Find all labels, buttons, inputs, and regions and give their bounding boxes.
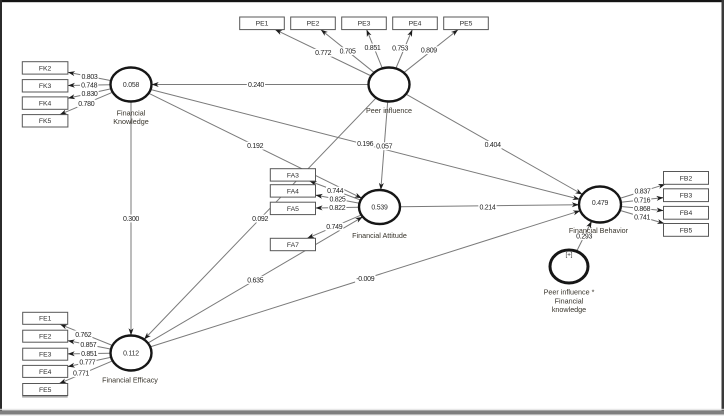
svg-text:PE2: PE2: [307, 21, 320, 28]
svg-text:0.830: 0.830: [81, 91, 97, 98]
svg-text:0.744: 0.744: [327, 188, 343, 195]
svg-text:0.196: 0.196: [357, 141, 373, 148]
svg-text:0.635: 0.635: [247, 277, 263, 284]
svg-text:0.293: 0.293: [576, 234, 592, 241]
svg-text:0.300: 0.300: [123, 216, 139, 223]
svg-text:FA7: FA7: [287, 242, 299, 249]
svg-text:FB5: FB5: [680, 227, 693, 234]
svg-text:FB2: FB2: [680, 175, 693, 182]
svg-text:PE5: PE5: [460, 21, 473, 28]
svg-text:PE4: PE4: [409, 21, 422, 28]
svg-text:FA3: FA3: [287, 172, 299, 179]
svg-text:FA4: FA4: [287, 188, 299, 195]
svg-text:FE1: FE1: [39, 316, 52, 323]
svg-text:0.780: 0.780: [78, 101, 94, 108]
svg-text:0.851: 0.851: [81, 351, 97, 358]
svg-text:0.716: 0.716: [634, 197, 650, 204]
svg-text:0.771: 0.771: [73, 371, 89, 378]
svg-text:PE1: PE1: [256, 21, 269, 28]
svg-text:0.748: 0.748: [81, 83, 97, 90]
svg-text:0.825: 0.825: [329, 197, 345, 204]
svg-text:knowledge: knowledge: [552, 305, 586, 314]
svg-text:0.803: 0.803: [81, 74, 97, 81]
svg-text:0.092: 0.092: [252, 216, 268, 223]
svg-text:FK5: FK5: [39, 118, 52, 125]
svg-text:0.057: 0.057: [376, 144, 392, 151]
svg-text:0.772: 0.772: [315, 50, 331, 57]
svg-text:FB4: FB4: [680, 210, 693, 217]
svg-text:0.404: 0.404: [485, 142, 501, 149]
svg-text:0.857: 0.857: [80, 342, 96, 349]
svg-text:0.753: 0.753: [392, 45, 408, 52]
svg-text:FE4: FE4: [39, 369, 52, 376]
svg-text:0.214: 0.214: [479, 205, 495, 212]
svg-text:FK4: FK4: [39, 101, 52, 108]
svg-text:0.837: 0.837: [634, 189, 650, 196]
svg-text:Peer influence: Peer influence: [366, 106, 412, 115]
svg-text:0.705: 0.705: [340, 49, 356, 56]
svg-text:0.822: 0.822: [329, 205, 345, 212]
svg-text:Financial: Financial: [555, 296, 584, 305]
svg-text:FA5: FA5: [287, 206, 299, 213]
svg-text:0.539: 0.539: [371, 205, 388, 212]
svg-text:PE3: PE3: [358, 21, 371, 28]
svg-text:0.809: 0.809: [421, 48, 437, 55]
svg-text:0.479: 0.479: [592, 200, 609, 207]
svg-text:-0.009: -0.009: [356, 276, 374, 283]
svg-text:FB3: FB3: [680, 193, 693, 200]
svg-text:0.868: 0.868: [634, 206, 650, 213]
svg-text:FE3: FE3: [39, 352, 52, 359]
svg-text:0.741: 0.741: [634, 214, 650, 221]
svg-text:Financial: Financial: [117, 108, 146, 117]
svg-text:FK2: FK2: [39, 65, 52, 72]
svg-text:Knowledge: Knowledge: [113, 117, 149, 126]
svg-text:FE5: FE5: [39, 387, 52, 394]
svg-text:FE2: FE2: [39, 334, 52, 341]
svg-text:0.240: 0.240: [248, 82, 264, 89]
svg-text:Financial Attitude: Financial Attitude: [352, 231, 407, 240]
svg-text:0.777: 0.777: [79, 359, 95, 366]
svg-text:[+]: [+]: [565, 251, 572, 258]
svg-text:Financial Efficacy: Financial Efficacy: [102, 375, 158, 384]
svg-text:Financial Behavior: Financial Behavior: [569, 226, 629, 235]
svg-text:0.112: 0.112: [123, 351, 139, 358]
svg-text:0.749: 0.749: [326, 224, 342, 231]
svg-text:Peer influence *: Peer influence *: [544, 288, 595, 297]
svg-text:FK3: FK3: [39, 83, 52, 90]
svg-text:0.058: 0.058: [123, 82, 140, 89]
svg-text:0.762: 0.762: [75, 332, 91, 339]
svg-text:0.192: 0.192: [247, 143, 263, 150]
svg-text:0.851: 0.851: [364, 45, 380, 52]
